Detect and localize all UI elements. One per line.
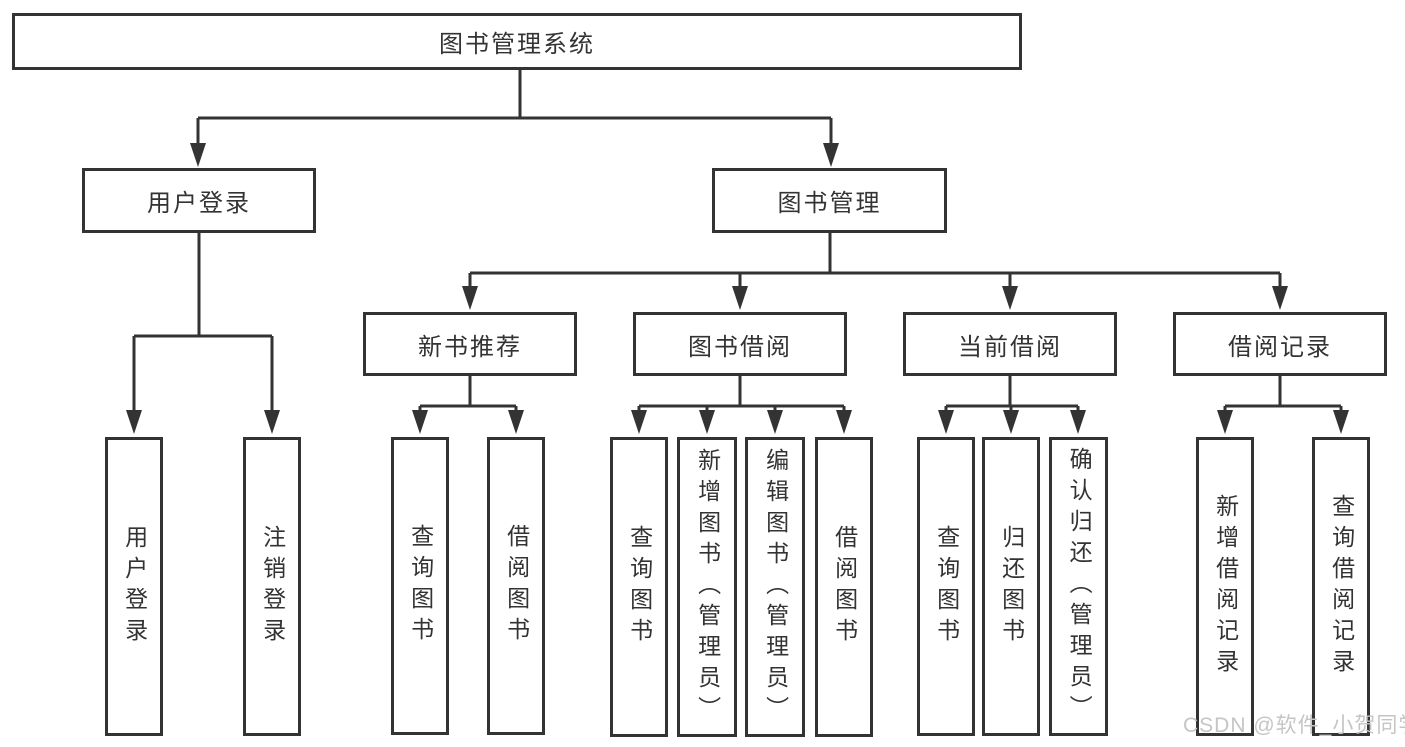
- leaf-label: 借阅图书: [831, 525, 858, 649]
- leaf-label: 新增图书（管理员）: [694, 447, 721, 727]
- leaf-label: 编辑图书（管理员）: [762, 447, 789, 727]
- leaf-edit-book-admin: 编辑图书（管理员）: [745, 437, 805, 737]
- leaf-label: 查询图书: [626, 525, 653, 649]
- node-book-management: 图书管理: [712, 168, 947, 233]
- leaf-add-book-admin: 新增图书（管理员）: [677, 437, 737, 737]
- leaf-query-borrow-record: 查询借阅记录: [1312, 437, 1370, 736]
- leaf-label: 查询借阅记录: [1328, 493, 1355, 680]
- leaf-return-book: 归还图书: [982, 437, 1040, 736]
- node-book-borrowing: 图书借阅: [633, 312, 847, 376]
- leaf-label: 用户登录: [121, 524, 148, 649]
- leaf-add-borrow-record: 新增借阅记录: [1196, 437, 1254, 736]
- leaf-query-books-1: 查询图书: [391, 437, 449, 735]
- leaf-user-login: 用户登录: [105, 437, 163, 736]
- leaf-logout: 注销登录: [243, 437, 301, 736]
- leaf-borrow-books-2: 借阅图书: [815, 437, 873, 737]
- leaf-label: 归还图书: [998, 524, 1025, 649]
- node-library-management-system: 图书管理系统: [12, 13, 1022, 70]
- leaf-query-books-2: 查询图书: [610, 437, 668, 737]
- leaf-confirm-return-admin: 确认归还（管理员）: [1049, 437, 1108, 736]
- node-current-borrowing: 当前借阅: [903, 312, 1117, 376]
- node-new-book-recommendation: 新书推荐: [363, 312, 577, 376]
- leaf-borrow-books-1: 借阅图书: [487, 437, 545, 735]
- leaf-label: 查询图书: [933, 524, 960, 649]
- leaf-query-books-3: 查询图书: [917, 437, 975, 736]
- leaf-label: 借阅图书: [503, 524, 530, 648]
- node-borrowing-records: 借阅记录: [1173, 312, 1387, 376]
- watermark: CSDN @软件_小贺同学: [1183, 714, 1405, 737]
- leaf-label: 新增借阅记录: [1212, 493, 1239, 680]
- leaf-label: 确认归还（管理员）: [1066, 447, 1093, 726]
- leaf-label: 注销登录: [259, 524, 286, 649]
- leaf-label: 查询图书: [407, 524, 434, 648]
- node-user-login: 用户登录: [82, 168, 316, 233]
